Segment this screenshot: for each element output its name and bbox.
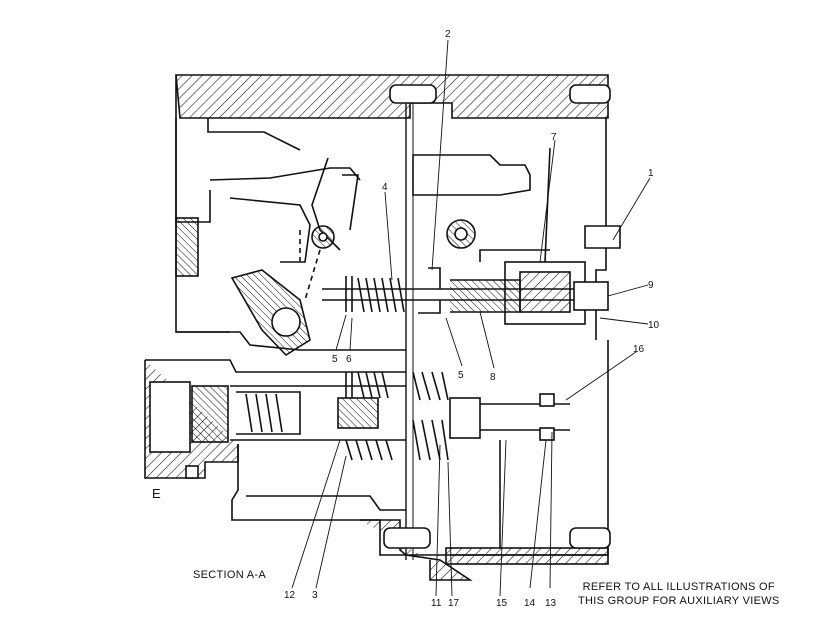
linkage-lever xyxy=(209,157,361,301)
callout-label: 4 xyxy=(382,182,388,193)
callout-label: 2 xyxy=(445,29,451,40)
section-label: SECTION A-A xyxy=(193,569,266,581)
callout-label: 12 xyxy=(284,590,296,601)
view-letter: E xyxy=(152,486,161,501)
middle-partition xyxy=(145,331,406,373)
parting-line xyxy=(405,103,414,560)
lower-housing xyxy=(231,340,611,581)
flyweight xyxy=(412,147,551,263)
callout-label: 16 xyxy=(633,344,645,355)
callout-label: 10 xyxy=(648,320,660,331)
callout-label: 14 xyxy=(524,598,536,609)
callout-label: 15 xyxy=(496,598,508,609)
callout-label: 1 xyxy=(648,168,654,179)
cam-lever xyxy=(230,269,311,357)
callout-label: 8 xyxy=(490,372,496,383)
leader-lines xyxy=(291,39,651,597)
callout-label: 5 xyxy=(458,370,464,381)
callout-label: 9 xyxy=(648,280,654,291)
callout-label: 5 xyxy=(332,354,338,365)
callout-label: 7 xyxy=(551,132,557,143)
note-line: THIS GROUP FOR AUXILIARY VIEWS xyxy=(578,595,780,607)
callout-label: 13 xyxy=(545,598,557,609)
callouts: 1 2 3 4 5 5 6 7 8 9 10 11 12 13 14 15 16… xyxy=(284,29,660,609)
callout-label: 17 xyxy=(448,598,460,609)
upper-housing xyxy=(175,74,611,340)
end-cap xyxy=(144,360,239,479)
callout-label: 3 xyxy=(312,590,318,601)
auxiliary-views-note: REFER TO ALL ILLUSTRATIONS OF THIS GROUP… xyxy=(578,580,780,608)
upper-shaft xyxy=(322,225,621,325)
callout-label: 6 xyxy=(346,354,352,365)
callout-label: 11 xyxy=(431,598,442,609)
note-line: REFER TO ALL ILLUSTRATIONS OF xyxy=(582,581,775,593)
lower-valve-assembly xyxy=(230,371,570,461)
